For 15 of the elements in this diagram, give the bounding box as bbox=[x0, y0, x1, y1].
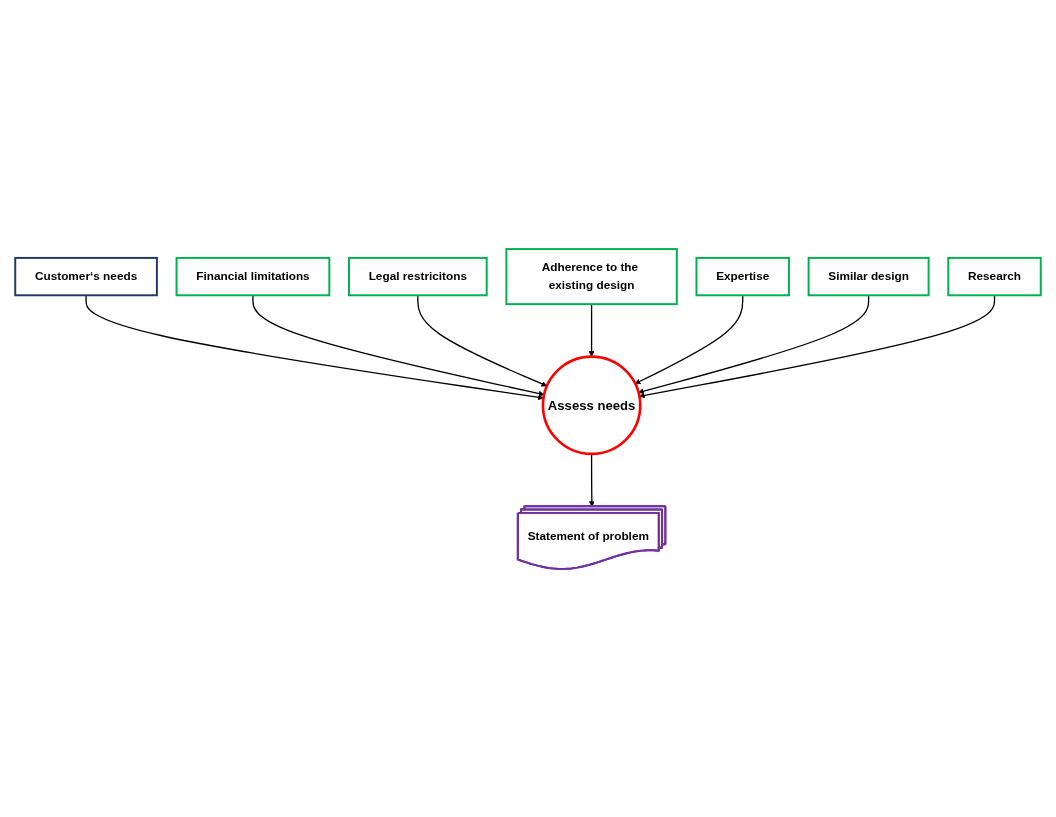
arrow bbox=[638, 294, 870, 394]
node-box: Adherence to the existing design bbox=[505, 247, 678, 305]
node-box: Customer‘s needs bbox=[14, 256, 158, 296]
arrow bbox=[85, 294, 544, 400]
node-box: Research bbox=[947, 256, 1042, 296]
node-box: Expertise bbox=[695, 256, 790, 296]
arrow bbox=[417, 294, 548, 387]
arrow bbox=[252, 294, 545, 396]
node-box: Legal restricitons bbox=[348, 256, 488, 296]
arrow bbox=[639, 294, 996, 398]
node-box: Similar design bbox=[807, 256, 930, 296]
arrow bbox=[634, 294, 744, 384]
arrow bbox=[588, 303, 595, 357]
node-box: Financial limitations bbox=[175, 256, 331, 296]
node-circle: Assess needs bbox=[541, 354, 642, 455]
